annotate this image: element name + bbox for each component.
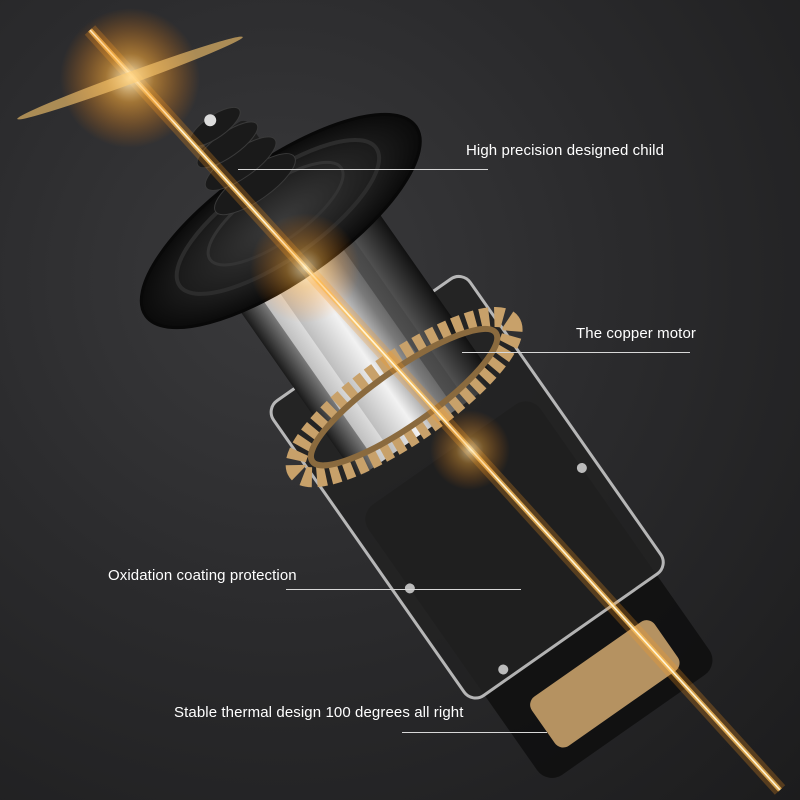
callout-precision: High precision designed child bbox=[466, 142, 665, 159]
callout-oxidation-leader bbox=[286, 589, 521, 590]
motor-body bbox=[139, 106, 713, 778]
callout-thermal-leader bbox=[402, 732, 547, 733]
copper-windings bbox=[285, 306, 523, 488]
callout-thermal: Stable thermal design 100 degrees all ri… bbox=[174, 704, 464, 721]
callout-precision-leader bbox=[238, 169, 488, 170]
callout-oxidation: Oxidation coating protection bbox=[108, 567, 297, 584]
callout-copper-motor-leader bbox=[462, 352, 690, 353]
light-beam bbox=[17, 8, 786, 795]
callout-copper-motor: The copper motor bbox=[576, 325, 696, 342]
